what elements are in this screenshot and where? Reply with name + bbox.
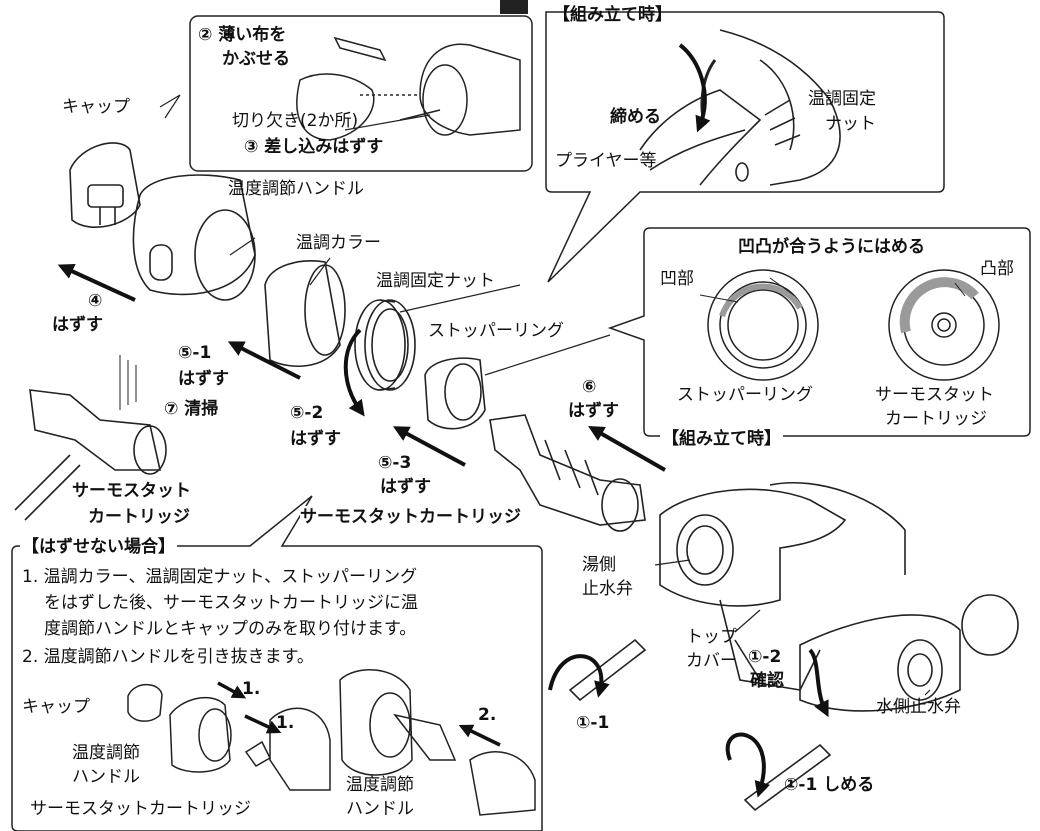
stopper-ring-part <box>424 357 486 430</box>
rotate-arrow-5-2 <box>343 328 365 417</box>
cartridge-label: サーモスタットカートリッジ <box>300 506 521 528</box>
nut-label: 温調固定 <box>808 89 876 109</box>
step4-num: ④ <box>88 291 103 311</box>
step6-num: ⑥ <box>582 377 597 397</box>
cannot-remove-cartridge: サーモスタットカートリッジ <box>30 799 251 819</box>
top-cover-label: トップ <box>686 627 737 647</box>
cannot-remove-line3: 度調節ハンドルとキャップのみを取り付けます。 <box>44 619 417 639</box>
notch-label: 切り欠き(2か所) <box>232 111 359 131</box>
nut-label-2: ナット <box>825 114 876 134</box>
align-footer: 【組み立て時】 <box>660 428 783 450</box>
fix-nut-part <box>354 299 416 391</box>
step5-1-num: ⑤-1 <box>178 343 212 363</box>
cannot-remove-n2: 2. <box>478 705 497 725</box>
handle-label: 温度調節ハンドル <box>228 179 364 199</box>
collar-label: 温調カラー <box>296 233 381 253</box>
cannot-remove-title: 【はずせない場合】 <box>20 536 177 558</box>
screwdrivers <box>568 638 832 812</box>
assembly-title: 【組み立て時】 <box>553 5 672 25</box>
step2-label: ② 薄い布を <box>198 25 287 45</box>
plier-label: プライヤー等 <box>555 151 657 171</box>
callout-cloth-box <box>189 15 533 172</box>
cart-left-label-2: カートリッジ <box>88 507 190 527</box>
convex-label: 凸部 <box>980 259 1014 279</box>
top-cover-label-2: カバー <box>686 651 737 671</box>
stopper-label: ストッパーリング <box>428 321 564 341</box>
fix-nut-label: 温調固定ナット <box>376 271 495 291</box>
align-thermo-label-2: カートリッジ <box>885 409 987 429</box>
cartridge-end-view <box>888 269 1000 381</box>
step1-2-text: 確認 <box>750 671 784 691</box>
arrow-5-1 <box>227 341 301 380</box>
faucet-body <box>659 481 1019 712</box>
arrow-1-2 <box>808 648 829 718</box>
align-ring-label: ストッパーリング <box>677 385 813 405</box>
cold-valve-label: 水側止水弁 <box>876 697 961 717</box>
step4-text: はずす <box>52 315 103 335</box>
cannot-remove-n1b: 1. <box>276 713 295 733</box>
hot-valve-label-2: 止水弁 <box>582 579 633 599</box>
tighten-arrow <box>678 43 711 133</box>
arrow-6 <box>588 426 666 472</box>
cannot-remove-handle-b1: 温度調節 <box>346 775 414 795</box>
step5-3-text: はずす <box>380 477 431 497</box>
cannot-remove-handle-b2: ハンドル <box>346 799 414 819</box>
step5-1-text: はずす <box>178 369 229 389</box>
step2-label-2: かぶせる <box>222 49 290 69</box>
callout-assembly-box <box>545 11 945 283</box>
step5-2-num: ⑤-2 <box>290 403 324 423</box>
step3-label: ③ 差し込みはずす <box>244 137 384 157</box>
cannot-remove-line1: 1. 温調カラー、温調固定ナット、ストッパーリング <box>22 567 418 587</box>
step1-1-label: ①-1 <box>576 713 610 733</box>
cannot-remove-handle-a1: 温度調節 <box>72 743 140 763</box>
cap-part <box>69 142 141 228</box>
arrow-4 <box>57 264 136 302</box>
stopper-ring-view <box>707 269 819 381</box>
step1-2-num: ①-2 <box>748 647 782 667</box>
collar-part <box>264 260 346 368</box>
handle-part <box>132 174 256 301</box>
rotate-arrow-1-1-close <box>725 732 770 798</box>
step6-text: はずす <box>568 401 619 421</box>
cap-label: キャップ <box>62 97 130 117</box>
arrow-5-3 <box>392 426 466 467</box>
leader-lines <box>159 94 931 696</box>
plier-sketch <box>639 29 841 186</box>
cannot-remove-line4: 2. 温度調節ハンドルを引き抜きます。 <box>22 647 314 667</box>
cannot-remove-sketches <box>127 669 536 816</box>
callout-align-box <box>607 227 1031 437</box>
step1-1-close-label: ①-1 しめる <box>784 775 875 795</box>
step7-label: ⑦ 清掃 <box>164 399 219 419</box>
cartridge-left-part <box>14 355 167 521</box>
concave-label: 凹部 <box>660 269 694 289</box>
cart-left-label: サーモスタット <box>72 481 191 501</box>
rotate-arrow-1-1 <box>548 654 610 698</box>
cannot-remove-cap: キャップ <box>22 697 90 717</box>
align-thermo-label: サーモスタット <box>875 385 994 405</box>
cartridge-part <box>489 414 646 532</box>
step5-2-text: はずす <box>290 429 341 449</box>
tighten-label: 締める <box>610 107 661 127</box>
align-title: 凹凸が合うようにはめる <box>738 237 925 257</box>
step5-3-num: ⑤-3 <box>378 453 412 473</box>
cannot-remove-n1a: 1. <box>242 679 261 699</box>
cannot-remove-line2: をはずした後、サーモスタットカートリッジに温 <box>44 593 418 613</box>
cannot-remove-handle-a2: ハンドル <box>72 767 140 787</box>
hot-valve-label: 湯側 <box>582 555 616 575</box>
